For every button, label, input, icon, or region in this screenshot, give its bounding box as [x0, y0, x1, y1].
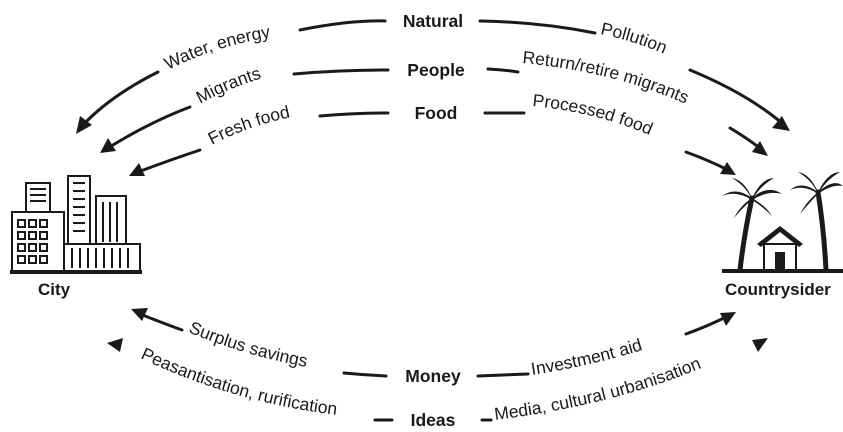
arrowhead-money-countryside	[720, 312, 736, 326]
arrowhead-natural-countryside	[772, 116, 790, 131]
flow-fresh-food-text: Fresh food	[205, 101, 292, 148]
category-money: Money	[405, 366, 461, 386]
arrow-natural-to-countryside-start	[478, 19, 597, 35]
arrow-people-to-city-start	[292, 68, 390, 76]
category-natural: Natural	[403, 11, 463, 31]
flow-investment-aid: Investment aid	[530, 334, 645, 378]
arrowhead-food-city	[129, 163, 145, 176]
arrow-food-to-city-start	[318, 111, 390, 118]
arrowhead-money-city	[131, 308, 148, 321]
countryside-icon	[722, 172, 843, 273]
flow-investment-aid-text: Investment aid	[530, 334, 645, 378]
category-ideas: Ideas	[411, 410, 456, 430]
arrowhead-food-countryside	[720, 162, 736, 175]
category-people: People	[407, 60, 465, 80]
arrow-natural-to-countryside	[688, 68, 785, 126]
flow-surplus-savings-text: Surplus savings	[186, 317, 309, 371]
arrow-money-to-city-b	[342, 371, 388, 378]
flow-fresh-food: Fresh food	[205, 101, 292, 148]
arrow-money-to-countryside-b	[684, 314, 730, 336]
arrowhead-people-city	[100, 138, 116, 153]
arrowhead-ideas-city	[107, 338, 123, 352]
flow-migrants: Migrants	[193, 63, 264, 108]
arrow-food-to-city	[136, 148, 202, 174]
arrowhead-people-countryside	[752, 141, 768, 156]
arrowhead-natural-city	[76, 116, 92, 134]
flow-migrants-text: Migrants	[193, 63, 264, 108]
flow-processed-food-text: Processed food	[532, 90, 656, 139]
countryside-label: Countrysider	[725, 280, 831, 299]
flow-processed-food: Processed food	[532, 90, 656, 139]
city-label: City	[38, 280, 71, 299]
arrow-money-to-countryside-a	[476, 372, 530, 378]
arrow-natural-to-city	[80, 70, 160, 128]
arrowhead-ideas-countryside	[752, 338, 768, 352]
arrow-natural-to-city-start	[298, 19, 387, 32]
arrow-people-to-city	[106, 105, 192, 150]
city-icon	[10, 175, 142, 274]
flow-pollution-text: Pollution	[599, 18, 670, 57]
arrow-money-to-city-a	[138, 312, 184, 332]
flow-pollution: Pollution	[599, 18, 670, 57]
arrow-food-to-countryside	[684, 150, 730, 172]
flow-surplus-savings: Surplus savings	[186, 317, 309, 371]
arrow-people-to-countryside-start	[486, 67, 520, 74]
category-food: Food	[415, 103, 458, 123]
